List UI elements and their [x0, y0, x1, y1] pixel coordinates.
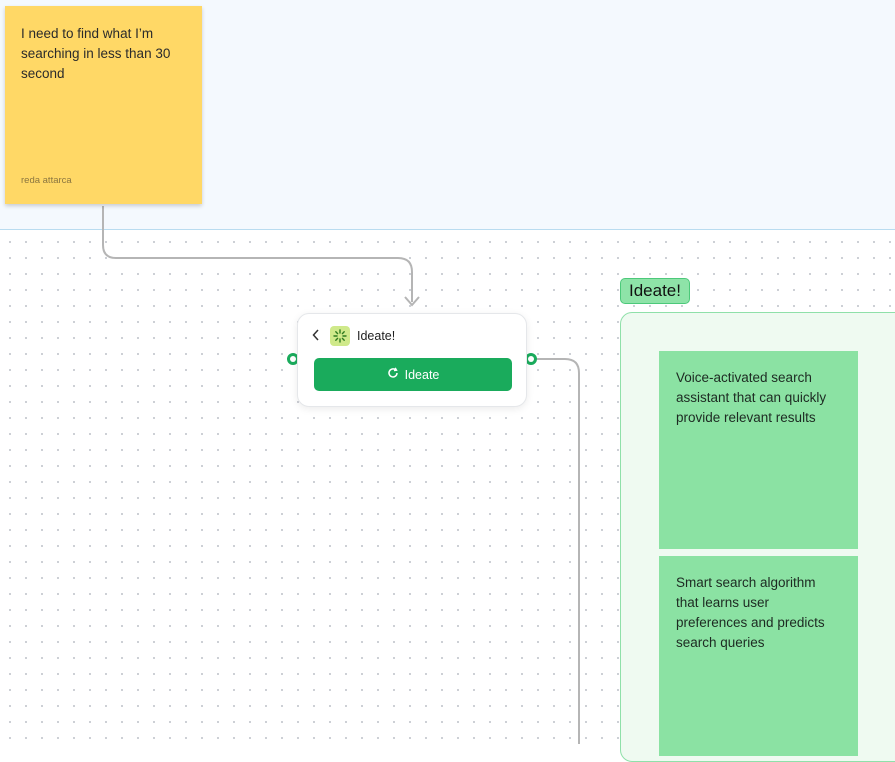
idea-sticky-note[interactable]: Smart search algorithm that learns user … [659, 556, 858, 756]
sticky-note-author: reda attarca [21, 175, 72, 186]
group-label[interactable]: Ideate! [620, 278, 690, 304]
idea-sticky-note[interactable]: Voice-activated search assistant that ca… [659, 351, 858, 549]
node-title: Ideate! [357, 329, 396, 343]
idea-text: Voice-activated search assistant that ca… [676, 370, 827, 425]
sticky-note-text: I need to find what I’m searching in les… [21, 26, 171, 81]
refresh-icon [387, 367, 399, 382]
idea-text: Smart search algorithm that learns user … [676, 575, 825, 650]
sparkle-icon [330, 326, 350, 346]
ideate-button-label: Ideate [404, 367, 440, 382]
node-header: Ideate! [312, 325, 395, 347]
sticky-note[interactable]: I need to find what I’m searching in les… [5, 6, 202, 204]
chevron-left-icon[interactable] [312, 328, 322, 344]
ideate-button[interactable]: Ideate [314, 358, 512, 391]
ideate-node-card[interactable]: Ideate! Ideate [297, 313, 527, 407]
